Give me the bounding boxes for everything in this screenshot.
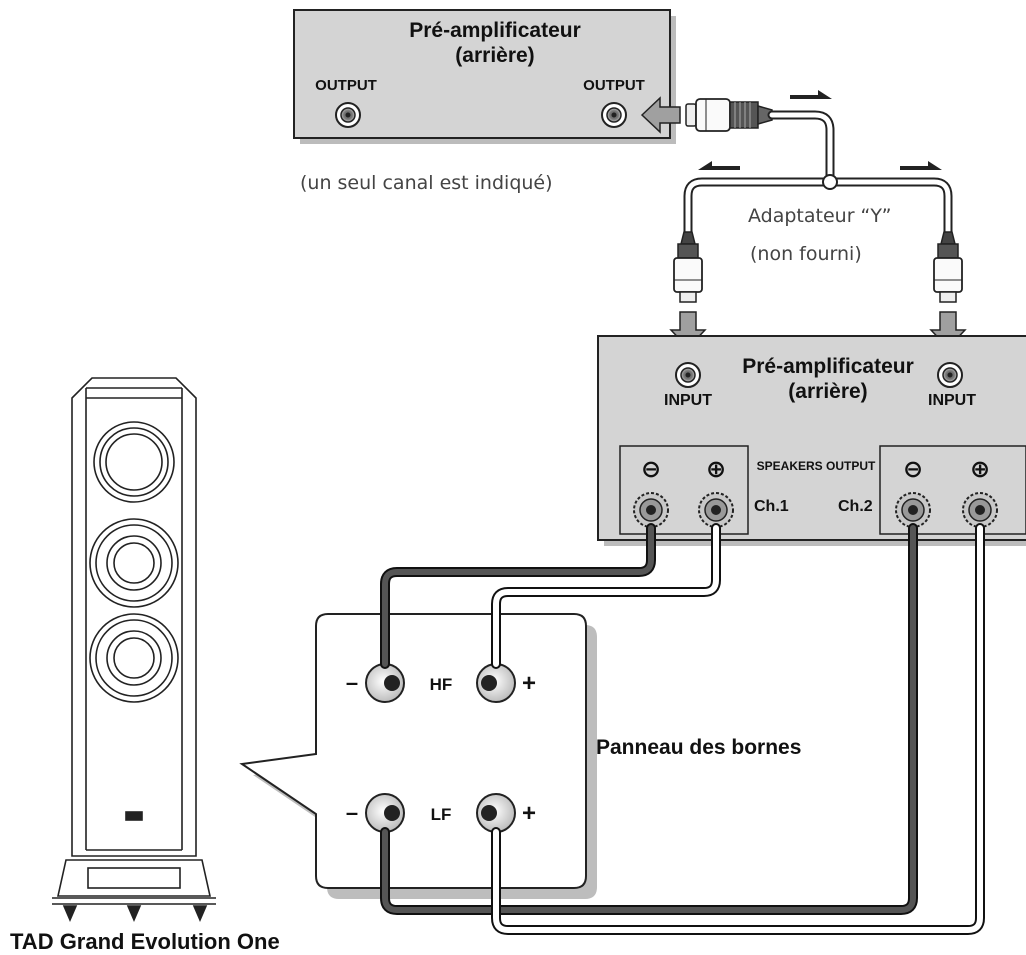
speaker-woofer-2	[89, 613, 179, 703]
preamp-top-title-line2: (arrière)	[455, 44, 534, 67]
rca-plug-top	[685, 98, 773, 132]
hf-label: HF	[430, 675, 453, 694]
hf-minus-sign: –	[346, 670, 358, 695]
channel-note: (un seul canal est indiqué)	[300, 172, 553, 194]
terminal-panel: – HF + – LF +	[239, 613, 597, 899]
preamp-bottom-title-line1: Pré-amplificateur	[742, 355, 914, 378]
preamp-bottom: Pré-amplificateur (arrière) INPUT INPUT …	[597, 335, 1026, 546]
lf-plus-terminal[interactable]	[476, 793, 516, 833]
ch1-plus-post[interactable]	[698, 492, 734, 528]
ch1-plus-symbol: ⊕	[706, 455, 726, 483]
speaker-name: TAD Grand Evolution One	[10, 929, 280, 954]
input-jack-right[interactable]	[937, 362, 963, 388]
ch2-minus-post[interactable]	[895, 492, 931, 528]
adapter-label: Adaptateur “Y”	[748, 205, 892, 227]
ch2-label: Ch.2	[838, 498, 873, 515]
output-jack-right[interactable]	[601, 102, 627, 128]
hf-minus-terminal[interactable]	[365, 663, 405, 703]
insert-arrow-left-icon	[640, 96, 681, 134]
ch2-plus-post[interactable]	[962, 492, 998, 528]
preamp-bottom-title-line2: (arrière)	[788, 380, 867, 403]
preamp-top: Pré-amplificateur (arrière) OUTPUT OUTPU…	[293, 9, 676, 144]
ch1-label: Ch.1	[754, 498, 789, 515]
hf-plus-terminal[interactable]	[476, 663, 516, 703]
ch1-terminal-box	[619, 445, 749, 535]
preamp-top-title-line1: Pré-amplificateur	[409, 19, 581, 42]
speaker-logo-badge	[125, 811, 143, 821]
hf-plus-sign: +	[522, 670, 536, 697]
lf-plus-sign: +	[522, 800, 536, 827]
speakers-output-label: SPEAKERS OUTPUT	[757, 459, 876, 473]
ch2-minus-symbol: ⊖	[903, 455, 923, 483]
speaker-cables	[380, 523, 985, 935]
speaker-illustration	[52, 377, 216, 923]
ch2-plus-symbol: ⊕	[970, 455, 990, 483]
input-jack-left[interactable]	[675, 362, 701, 388]
preamp-top-output-right-label: OUTPUT	[583, 77, 645, 94]
rca-plug-left	[673, 231, 703, 303]
terminal-panel-title: Panneau des bornes	[596, 736, 801, 759]
output-jack-left[interactable]	[335, 102, 361, 128]
preamp-top-output-left-label: OUTPUT	[315, 77, 377, 94]
y-adapter-cable	[683, 110, 953, 237]
ch1-minus-post[interactable]	[633, 492, 669, 528]
input-right-label: INPUT	[928, 392, 976, 409]
lf-label: LF	[431, 805, 452, 824]
rca-plug-right	[933, 231, 963, 303]
y-junction	[822, 174, 838, 190]
lf-minus-sign: –	[346, 800, 358, 825]
ch2-terminal-box	[879, 445, 1026, 535]
flow-arrows	[698, 90, 942, 170]
lf-minus-terminal[interactable]	[365, 793, 405, 833]
adapter-note: (non fourni)	[750, 243, 862, 265]
input-left-label: INPUT	[664, 392, 712, 409]
speaker-tweeter	[93, 421, 175, 503]
speaker-woofer-1	[89, 518, 179, 608]
ch1-minus-symbol: ⊖	[641, 455, 661, 483]
